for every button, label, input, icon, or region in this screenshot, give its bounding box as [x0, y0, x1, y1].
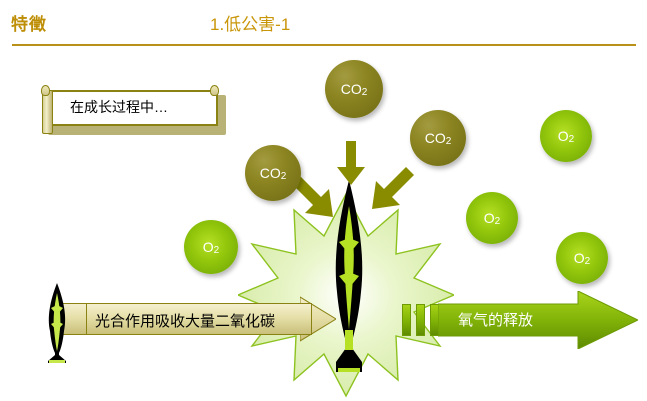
scroll-roll-icon [42, 90, 53, 134]
callout-body [44, 90, 218, 126]
input-bar-label: 光合作用吸收大量二氧化碳 [95, 313, 276, 330]
bubble-label: O [573, 250, 585, 266]
bubble-subscript: 2 [445, 135, 452, 147]
bubble-subscript: 2 [361, 86, 368, 98]
header-divider [12, 44, 636, 46]
page-title: 特徵 [11, 15, 47, 34]
bubble-subscript: 2 [213, 244, 220, 256]
bubble-subscript: 2 [584, 255, 591, 267]
arrow-down-icon [337, 141, 365, 185]
separator-bar [416, 304, 425, 336]
plant-icon [325, 180, 373, 376]
scroll-curl-right-icon [210, 85, 219, 96]
bubble-subscript: 2 [568, 133, 575, 145]
output-arrow [438, 291, 638, 349]
arrow-upper-right-icon [368, 167, 414, 213]
arrow-upper-left-icon [291, 175, 339, 221]
input-bar: 光合作用吸收大量二氧化碳 [86, 303, 312, 335]
callout-text: 在成长过程中… [70, 99, 168, 115]
bubble-label: O [483, 210, 495, 226]
plant-small-icon [42, 283, 72, 363]
bubble-subscript: 2 [494, 215, 501, 227]
bubble-label: O [202, 239, 214, 255]
callout-scroll: 在成长过程中… [41, 85, 226, 135]
bubble-label: CO [340, 81, 362, 97]
bubble-subscript: 2 [280, 170, 287, 182]
page-subtitle: 1.低公害-1 [210, 15, 291, 34]
bubble-label: O [557, 128, 569, 144]
scroll-curl-left-icon [41, 85, 50, 96]
bubble-label: CO [424, 130, 446, 146]
separator-bar [402, 304, 411, 336]
bubble-label: CO [259, 165, 281, 181]
output-arrow-label: 氧气的释放 [458, 312, 534, 329]
